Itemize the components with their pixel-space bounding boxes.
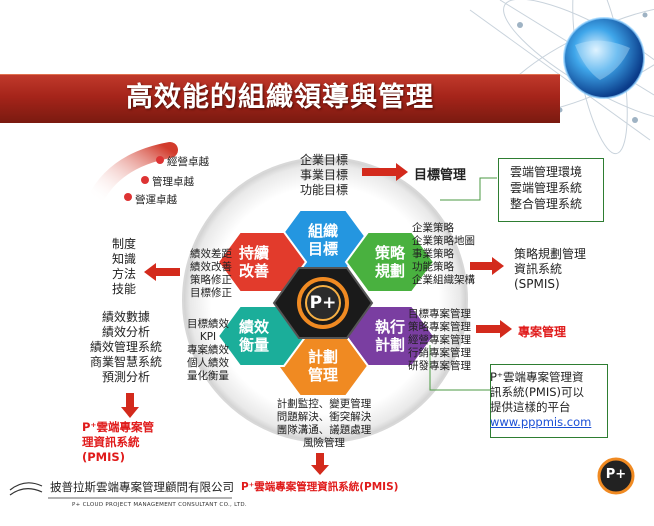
- hex-improve-label: 持續改善: [238, 244, 269, 280]
- corner-logo: P+: [605, 467, 627, 482]
- flow-arrows: [121, 163, 512, 475]
- left-list: 制度知識方法技能: [112, 237, 137, 296]
- company-name-zh: 披普拉斯雲端專案管理顧問有限公司: [50, 480, 234, 494]
- pmis-link[interactable]: www.pppmis.com: [490, 415, 592, 429]
- left-bottom-list: 績效數據績效分析績效管理系統商業智慧系統預測分析: [89, 310, 162, 384]
- page-title: 高效能的組織領導與管理: [126, 82, 434, 113]
- center-logo: P+: [309, 293, 337, 313]
- hex-strategy-label: 策略規劃: [374, 244, 405, 280]
- goal-management-label: 目標管理: [414, 168, 467, 183]
- hex-execute-label: 執行計劃: [374, 318, 405, 354]
- plan-list: 計劃監控、變更管理問題解決、衝突解決團隊溝通、議題處理風險管理: [276, 398, 372, 449]
- excellence-1: 經營卓越: [167, 156, 209, 168]
- hex-measure-label: 績效衡量: [238, 318, 269, 354]
- globe-icon: [564, 18, 644, 98]
- spmis-label: 策略規劃管理資訊系統(SPMIS): [514, 247, 587, 291]
- strategy-list: 企業策略企業策略地圖事業策略功能策略企業組織架構: [412, 222, 475, 286]
- project-management-label: 專案管理: [518, 325, 567, 339]
- company-name-en: P+ CLOUD PROJECT MANAGEMENT CONSULTANT C…: [72, 502, 247, 508]
- hexagon-wheel: [216, 209, 436, 397]
- excellence-2: 管理卓越: [152, 176, 194, 188]
- pmis-box-text: P⁺雲端專案管理資訊系統(PMIS)可以提供這樣的平台 www.pppmis.c…: [490, 370, 606, 430]
- project-list: 目標專案管理策略專案管理經營專案管理行銷專案管理研發專案管理: [408, 308, 471, 372]
- bottom-pmis-label: P⁺雲端專案管理資訊系統(PMIS): [241, 481, 399, 493]
- cloud-box: [498, 158, 604, 222]
- corner-logo-icon: [597, 457, 635, 495]
- title-banner: [0, 74, 560, 123]
- left-pmis-label: P⁺雲端專案管理資訊系統(PMIS): [82, 420, 154, 464]
- excellence-3: 營運卓越: [135, 194, 177, 206]
- hex-plan-management-label: 計劃管理: [307, 348, 338, 384]
- cloud-box-text: 雲端管理環境雲端管理系統整合管理系統: [510, 165, 583, 211]
- hex-organization-goal-label: 組織目標: [307, 222, 338, 258]
- goals-list: 企業目標事業目標功能目標: [299, 153, 348, 197]
- pmis-box: [490, 364, 608, 438]
- improve-list: 績效差距績效改善策略修正目標修正: [190, 248, 232, 299]
